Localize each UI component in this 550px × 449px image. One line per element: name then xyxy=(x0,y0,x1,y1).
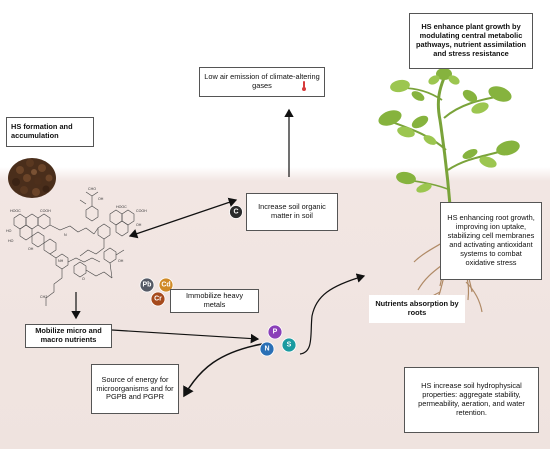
svg-text:COOH: COOH xyxy=(40,209,51,213)
svg-text:OH: OH xyxy=(118,259,124,263)
low-emission-text: Low air emission of climate-altering gas… xyxy=(204,72,320,90)
hs-formation-box: HS formation and accumulation xyxy=(6,117,94,147)
svg-text:HO: HO xyxy=(8,239,14,243)
compost-pile-icon xyxy=(8,158,56,198)
energy-source-box: Source of energy for microorganisms and … xyxy=(91,364,179,414)
svg-text:CHO: CHO xyxy=(88,187,96,191)
arrow-to-nutrients xyxy=(111,329,260,344)
cadmium-circle: Cd xyxy=(158,277,174,293)
low-emission-box: Low air emission of climate-altering gas… xyxy=(199,67,325,97)
nitrogen-circle: N xyxy=(259,341,275,357)
mobilize-box: Mobilize micro and macro nutrients xyxy=(25,324,112,348)
svg-text:S: S xyxy=(287,342,292,349)
svg-text:NH: NH xyxy=(58,259,64,263)
nutrients-absorption-box: Nutrients absorption by roots xyxy=(369,295,465,323)
carbon-circle: C xyxy=(229,205,243,219)
svg-text:OH: OH xyxy=(28,247,34,251)
immobilize-box: Immobilize heavy metals xyxy=(170,289,259,313)
svg-text:Cr: Cr xyxy=(154,296,162,303)
svg-text:COOH: COOH xyxy=(136,209,147,213)
svg-text:CH2: CH2 xyxy=(40,295,47,299)
chromium-circle: Cr xyxy=(150,291,166,307)
lead-circle: Pb xyxy=(139,277,155,293)
humic-substance-molecule xyxy=(13,191,135,306)
organic-matter-box: Increase soil organic matter in soil xyxy=(246,193,338,231)
svg-text:HOOC: HOOC xyxy=(116,205,127,209)
plant-growth-box: HS enhance plant growth by modulating ce… xyxy=(409,13,533,69)
svg-text:HOOC: HOOC xyxy=(10,209,21,213)
hydrophysical-box: HS increase soil hydrophysical propertie… xyxy=(404,367,539,433)
svg-text:Cd: Cd xyxy=(161,282,170,289)
svg-text:C: C xyxy=(233,209,238,216)
svg-text:P: P xyxy=(273,329,278,336)
svg-text:N: N xyxy=(264,346,269,353)
svg-text:OH: OH xyxy=(136,223,142,227)
arrow-to-roots xyxy=(299,273,366,355)
svg-text:HO: HO xyxy=(6,229,12,233)
arrow-to-organic-matter xyxy=(128,197,238,239)
tomato-plant-icon xyxy=(378,68,520,233)
phosphorus-circle: P xyxy=(267,324,283,340)
arrow-to-energy-source xyxy=(183,343,263,398)
sulfur-circle: S xyxy=(281,337,297,353)
svg-text:N: N xyxy=(64,233,67,237)
svg-text:O: O xyxy=(82,277,85,281)
svg-text:OH: OH xyxy=(98,197,104,201)
root-growth-box: HS enhancing root growth, improving ion … xyxy=(440,202,542,280)
svg-text:Pb: Pb xyxy=(143,282,152,289)
thermometer-icon xyxy=(302,81,306,91)
